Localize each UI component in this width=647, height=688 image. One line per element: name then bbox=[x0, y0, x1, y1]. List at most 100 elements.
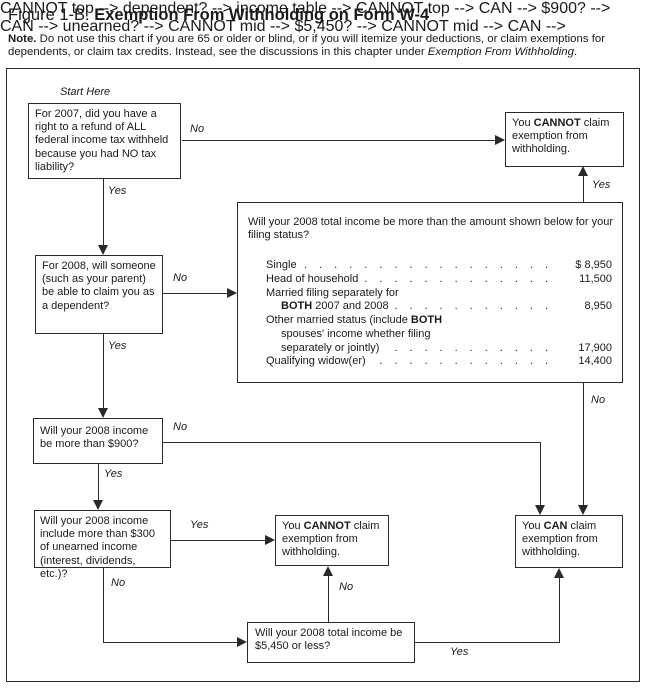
arrowhead-up-icon bbox=[323, 566, 333, 576]
node-q-total-5450: Will your 2008 total income be $5,450 or… bbox=[247, 622, 415, 663]
node-q-unearned-300: Will your 2008 income include more than … bbox=[34, 510, 171, 580]
arrowhead-down-icon bbox=[98, 245, 108, 255]
arrowhead-down-icon bbox=[93, 500, 103, 510]
edge-label-threshold-no: No bbox=[591, 394, 606, 406]
income-row: spouses' income whether filing bbox=[248, 328, 612, 342]
node-q-dependent-2008: For 2008, will someone (such as your par… bbox=[35, 255, 163, 334]
node-q-income-900-text: Will your 2008 income be more than $900? bbox=[40, 425, 149, 451]
arrowhead-right-icon bbox=[495, 135, 505, 145]
income-row-label: Single bbox=[266, 259, 297, 272]
income-row-amount: 14,400 bbox=[578, 355, 612, 368]
income-row: Married filing separately for bbox=[248, 287, 612, 301]
edge-label-threshold-yes: Yes bbox=[592, 179, 611, 191]
node-cannot-claim-top: You CANNOT claim exemption from withhold… bbox=[505, 112, 624, 167]
can-post: claim exemption from withholding. bbox=[522, 520, 598, 559]
flowchart-border bbox=[6, 68, 640, 682]
income-row-amount: 11,500 bbox=[579, 273, 612, 286]
income-row-label: separately or jointly) bbox=[281, 341, 380, 354]
cannot-top-pre: You bbox=[512, 117, 534, 129]
dot-leader bbox=[300, 259, 560, 272]
connector-5450-yes bbox=[415, 642, 560, 643]
cannot-mid-post: claim exemption from withholding. bbox=[282, 520, 380, 559]
edge-label-5450-no: No bbox=[339, 581, 354, 593]
figure-title-prefix: Figure 1-B. bbox=[8, 6, 90, 24]
income-question: Will your 2008 total income be more than… bbox=[248, 216, 614, 242]
income-row: separately or jointly) 17,900 bbox=[248, 342, 612, 356]
node-q-unearned-300-text: Will your 2008 income include more than … bbox=[40, 515, 155, 580]
income-row: Qualifying widow(er) 14,400 bbox=[248, 355, 612, 369]
dot-leader bbox=[361, 273, 560, 286]
edge-label-unearned-no: No bbox=[111, 577, 126, 589]
income-row: Head of household 11,500 bbox=[248, 273, 612, 287]
edge-label-dependent-yes: Yes bbox=[108, 340, 127, 352]
income-row: BOTH 2007 and 2008 8,950 bbox=[248, 300, 612, 314]
income-row-bold: BOTH bbox=[281, 300, 313, 313]
connector-threshold-no bbox=[583, 382, 584, 506]
connector-900-no bbox=[163, 442, 540, 443]
arrowhead-down-icon bbox=[578, 505, 588, 515]
connector-threshold-yes bbox=[583, 176, 584, 202]
node-q-dependent-2008-text: For 2008, will someone (such as your par… bbox=[42, 260, 156, 312]
connector-dependent-no bbox=[163, 293, 229, 294]
connector-refund-no bbox=[182, 140, 500, 141]
income-row-label: 2007 and 2008 bbox=[312, 300, 389, 313]
income-rows: Single $ 8,950 Head of household 11,500 … bbox=[248, 259, 612, 369]
connector-unearned-no-drop bbox=[103, 568, 104, 643]
dot-leader bbox=[369, 355, 560, 368]
edge-label-5450-yes: Yes bbox=[450, 646, 469, 658]
edge-label-refund-yes: Yes bbox=[108, 185, 127, 197]
note-end: . bbox=[573, 46, 578, 59]
dot-leader bbox=[382, 342, 560, 355]
connector-900-no-drop bbox=[540, 442, 541, 506]
connector-unearned-yes bbox=[171, 540, 267, 541]
can-bold: CAN bbox=[543, 520, 568, 532]
income-row-label: Married filing separately for bbox=[266, 286, 399, 299]
node-q-refund-2007: For 2007, did you have a right to a refu… bbox=[28, 103, 181, 179]
income-row-bold: BOTH bbox=[410, 314, 443, 327]
start-here-label: Start Here bbox=[60, 86, 111, 98]
income-row-amount: 17,900 bbox=[578, 341, 612, 354]
arrowhead-right-icon bbox=[227, 288, 237, 298]
connector-dependent-yes bbox=[103, 334, 104, 410]
connector-unearned-no bbox=[103, 642, 238, 643]
income-row-label: spouses' income whether filing bbox=[281, 327, 431, 340]
node-income-threshold: Will your 2008 total income be more than… bbox=[237, 202, 623, 383]
connector-900-yes bbox=[98, 464, 99, 502]
node-q-total-5450-text: Will your 2008 total income be $5,450 or… bbox=[255, 627, 403, 653]
figure-title-main: Exemption From Withholding on Form W-4 bbox=[89, 6, 430, 24]
figure-note: Note. Do not use this chart if you are 6… bbox=[8, 33, 640, 60]
connector-refund-yes bbox=[103, 179, 104, 247]
income-row-label: Head of household bbox=[266, 273, 359, 286]
connector-5450-no bbox=[328, 576, 329, 622]
node-can-claim: You CAN claim exemption from withholding… bbox=[515, 515, 623, 568]
edge-label-refund-no: No bbox=[190, 123, 205, 135]
edge-label-unearned-yes: Yes bbox=[190, 519, 209, 531]
cannot-top-bold: CANNOT bbox=[533, 117, 581, 129]
arrowhead-up-icon bbox=[578, 166, 588, 176]
note-label: Note. bbox=[8, 33, 37, 45]
dot-leader bbox=[392, 300, 560, 313]
arrowhead-down-icon bbox=[98, 408, 108, 418]
node-q-income-900: Will your 2008 income be more than $900? bbox=[33, 418, 163, 464]
node-cannot-claim-mid: You CANNOT claim exemption from withhold… bbox=[275, 515, 389, 566]
edge-label-900-no: No bbox=[173, 421, 188, 433]
arrowhead-right-icon bbox=[265, 535, 275, 545]
income-row-label: Other married status (include bbox=[266, 314, 411, 327]
edge-label-900-yes: Yes bbox=[104, 468, 123, 480]
note-italic-reference: Exemption From Withholding bbox=[427, 46, 574, 59]
income-row-amount: 8,950 bbox=[584, 300, 612, 313]
income-row: Other married status (include BOTH bbox=[248, 314, 612, 328]
arrowhead-right-icon bbox=[237, 637, 247, 647]
connector-5450-yes-rise bbox=[559, 578, 560, 643]
cannot-mid-pre: You bbox=[282, 520, 304, 532]
cannot-mid-bold: CANNOT bbox=[303, 520, 351, 532]
income-row: Single $ 8,950 bbox=[248, 259, 612, 273]
income-row-amount: $ 8,950 bbox=[575, 259, 612, 272]
figure-title: Figure 1-B. Exemption From Withholding o… bbox=[8, 6, 429, 25]
arrowhead-up-icon bbox=[554, 568, 564, 578]
can-pre: You bbox=[522, 520, 544, 532]
edge-label-dependent-no: No bbox=[173, 272, 188, 284]
arrowhead-down-icon bbox=[535, 505, 545, 515]
note-body: Do not use this chart if you are 65 or o… bbox=[8, 33, 606, 59]
